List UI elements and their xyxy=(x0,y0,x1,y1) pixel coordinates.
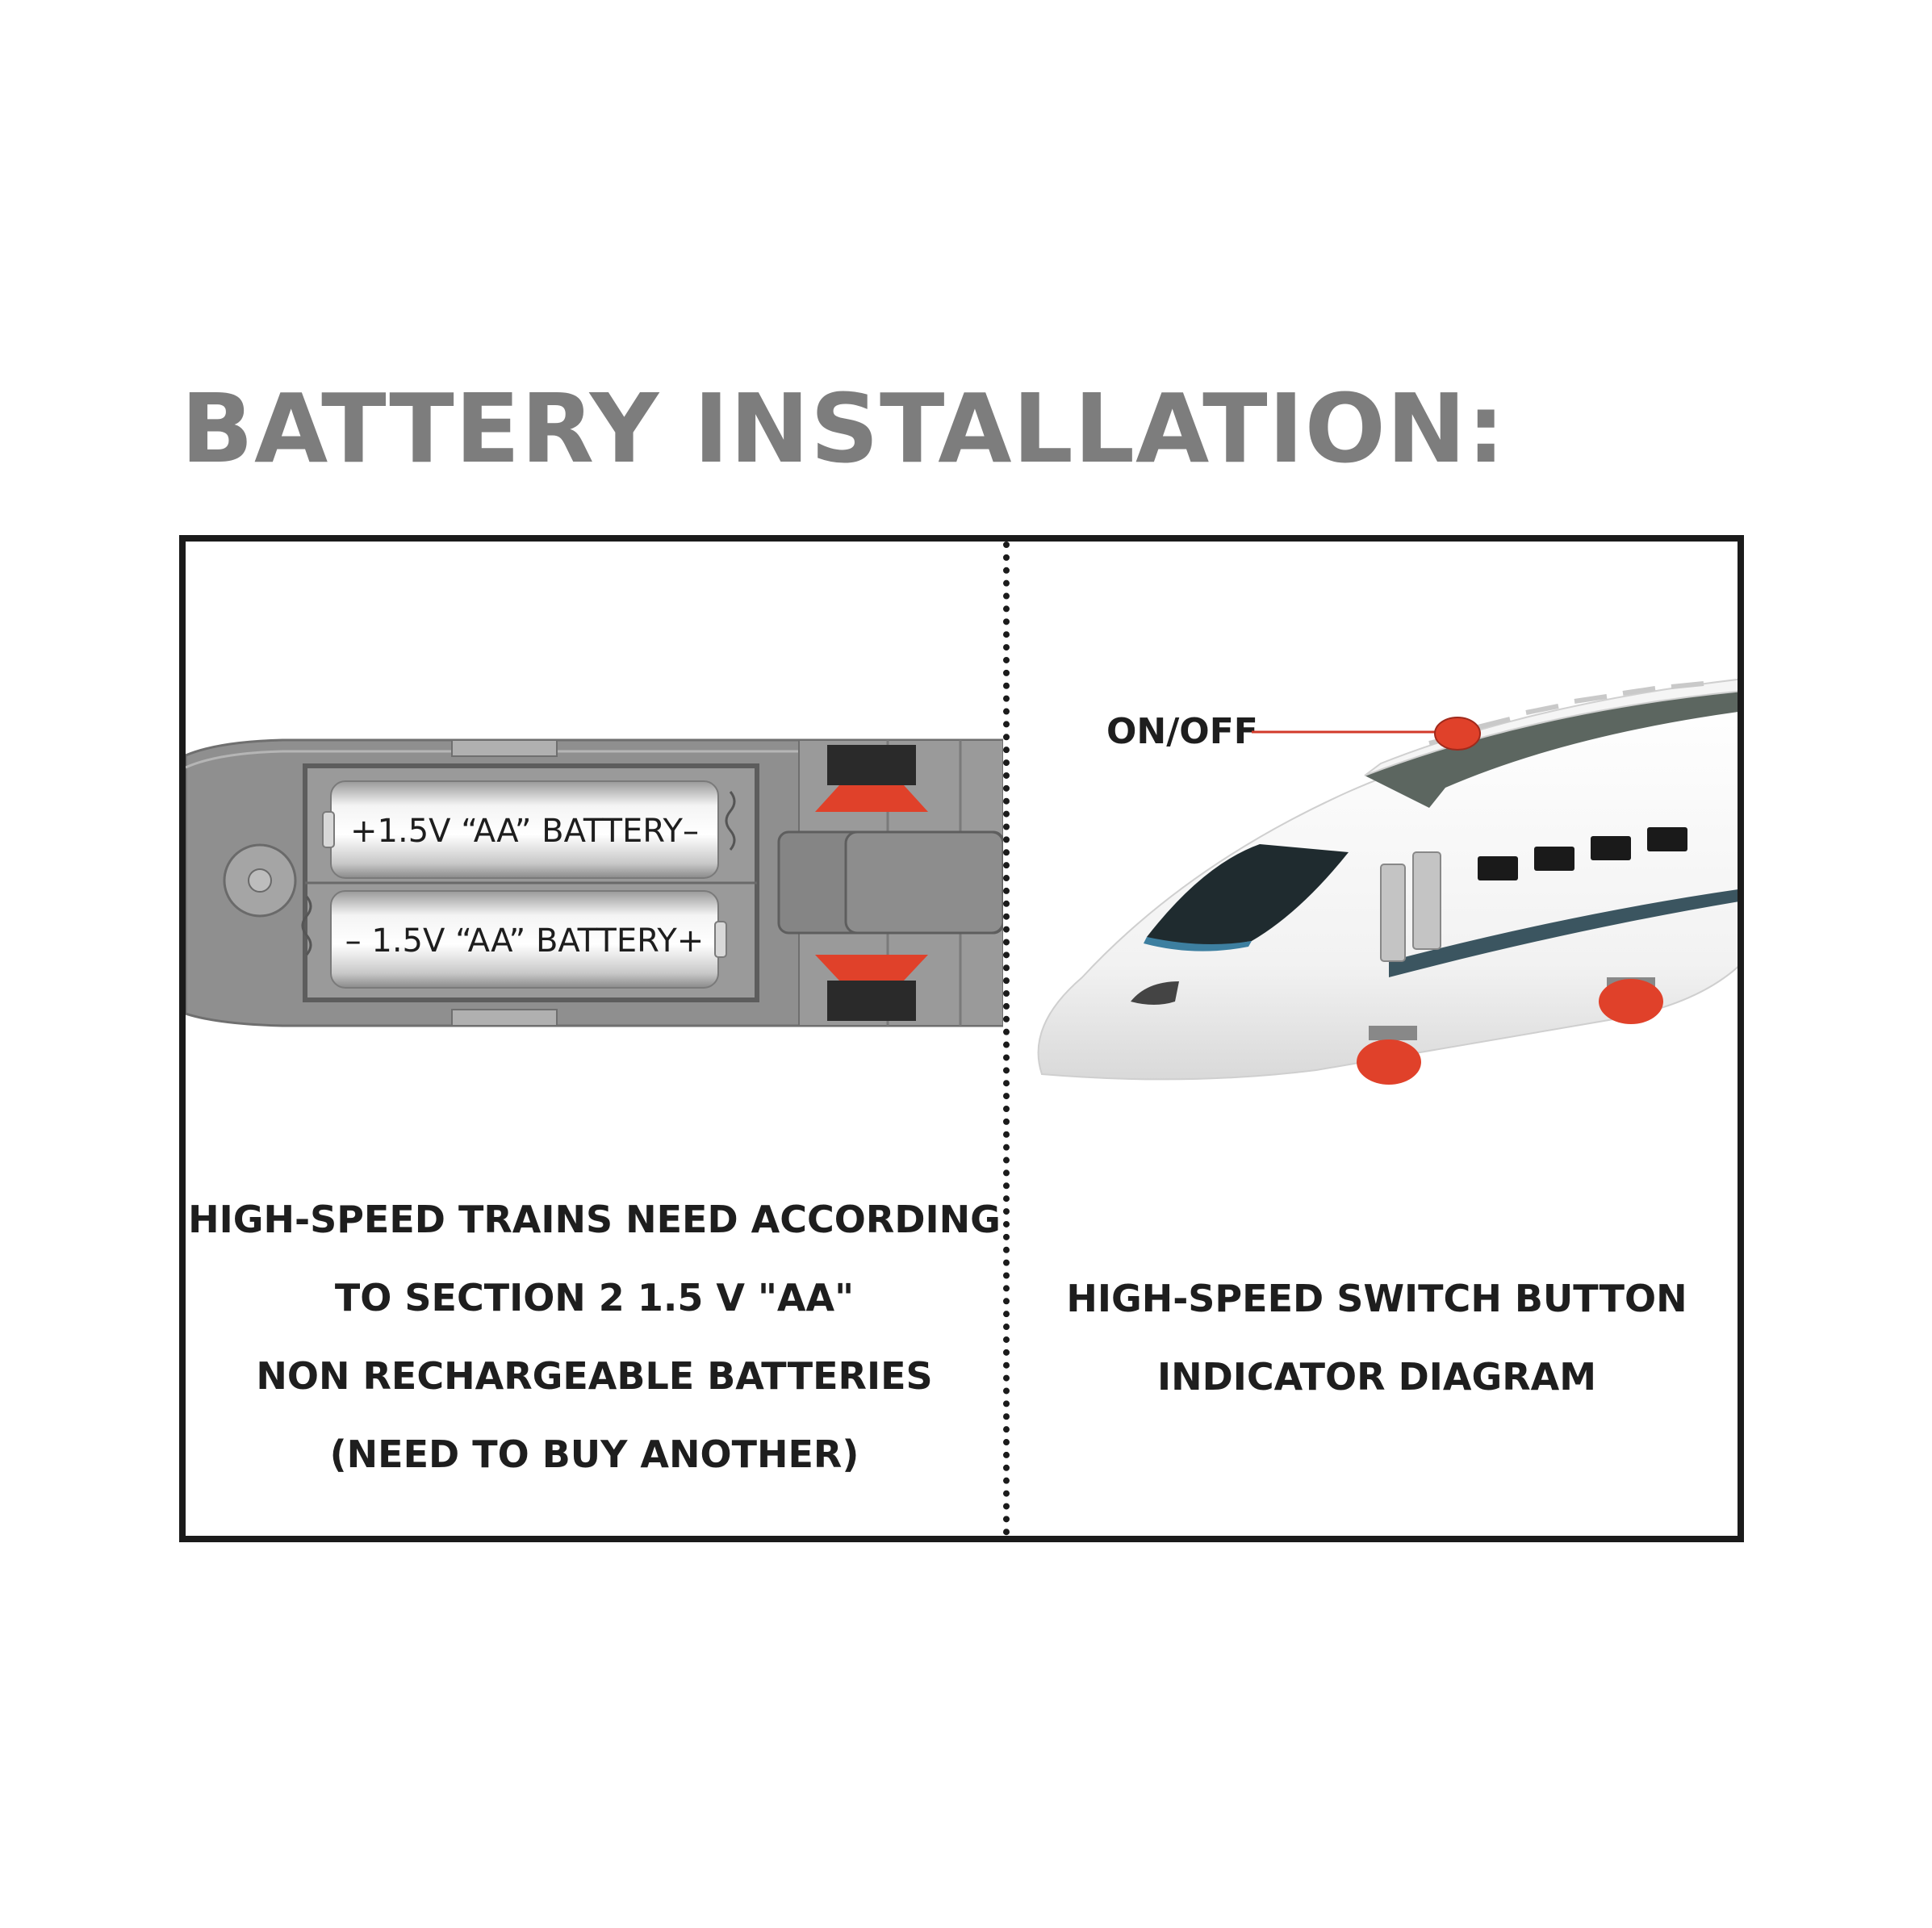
battery-bottom-label: – 1.5V “AA” BATTERY+ xyxy=(345,922,705,960)
train-switch-illustration: ON/OFF xyxy=(1037,678,1738,1085)
caption-line: NON RECHARGEABLE BATTERIES xyxy=(256,1354,933,1398)
battery-requirement-caption: HIGH-SPEED TRAINS NEED ACCORDING TO SECT… xyxy=(186,1181,1003,1494)
dotted-divider xyxy=(1003,542,1010,1536)
battery-compartment-illustration: +1.5V “AA” BATTERY– – 1.5V “AA” BATTERY+ xyxy=(186,738,1003,1027)
switch-indicator-caption: HIGH-SPEED SWITCH BUTTON INDICATOR DIAGR… xyxy=(1010,1260,1738,1416)
caption-line: INDICATOR DIAGRAM xyxy=(1156,1355,1597,1399)
caption-line: TO SECTION 2 1.5 V "AA" xyxy=(334,1276,855,1319)
caption-line: HIGH-SPEED TRAINS NEED ACCORDING xyxy=(188,1198,1001,1241)
caption-line: (NEED TO BUY ANOTHER) xyxy=(329,1432,859,1476)
caption-line: HIGH-SPEED SWITCH BUTTON xyxy=(1066,1277,1687,1320)
instruction-frame: +1.5V “AA” BATTERY– – 1.5V “AA” BATTERY+… xyxy=(179,535,1744,1542)
page-title: BATTERY INSTALLATION: xyxy=(181,373,1506,484)
battery-top-label: +1.5V “AA” BATTERY– xyxy=(350,813,699,850)
switch-label: ON/OFF xyxy=(1106,711,1258,752)
